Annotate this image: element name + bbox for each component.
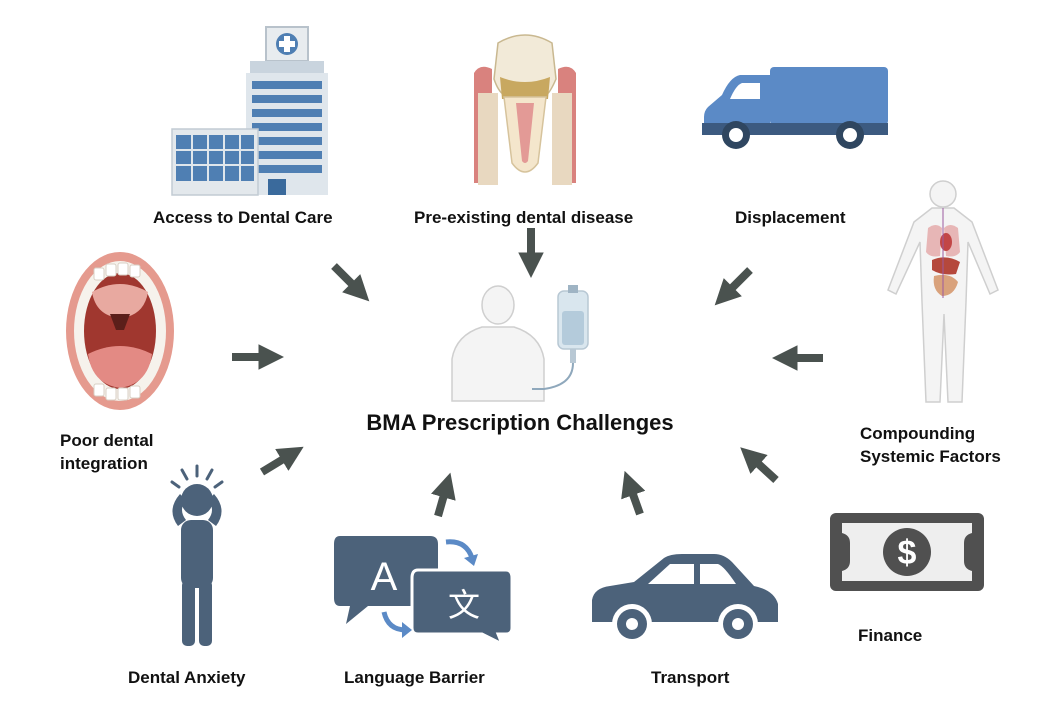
van-icon — [702, 67, 888, 149]
translate-cjk-glyph: 文 — [448, 586, 480, 624]
patient-iv-icon — [451, 285, 589, 402]
label-pre-existing-dental-disease: Pre-existing dental disease — [414, 208, 634, 227]
car-icon — [592, 554, 778, 644]
translate-icon: A 文 — [334, 536, 514, 644]
label-displacement: Displacement — [735, 208, 846, 227]
center-title: BMA Prescription Challenges — [366, 410, 674, 435]
banknote-icon: $ — [830, 513, 984, 591]
hospital-icon — [171, 26, 328, 196]
label-finance: Finance — [858, 626, 923, 645]
label-compounding-line2: Systemic Factors — [860, 447, 1001, 466]
arrow-access — [331, 263, 370, 302]
tooth-icon — [474, 34, 576, 185]
label-access-to-dental-care: Access to Dental Care — [153, 208, 333, 227]
label-compounding-line1: Compounding — [860, 424, 976, 443]
arrow-finance — [740, 447, 779, 483]
open-mouth-icon — [66, 252, 174, 410]
human-body-organs-icon — [887, 180, 999, 403]
translate-latin-glyph: A — [371, 555, 398, 599]
arrow-displacement — [714, 267, 753, 306]
label-transport: Transport — [651, 668, 730, 687]
arrow-language — [431, 472, 456, 518]
label-poor-dental-line1: Poor dental — [60, 431, 154, 450]
arrow-transport — [621, 470, 646, 516]
currency-symbol: $ — [898, 534, 917, 572]
label-dental-anxiety: Dental Anxiety — [128, 668, 246, 687]
label-poor-dental-line2: integration — [60, 454, 148, 473]
arrow-anxiety — [259, 446, 304, 476]
anxious-person-icon — [170, 464, 224, 646]
label-language-barrier: Language Barrier — [344, 668, 485, 687]
